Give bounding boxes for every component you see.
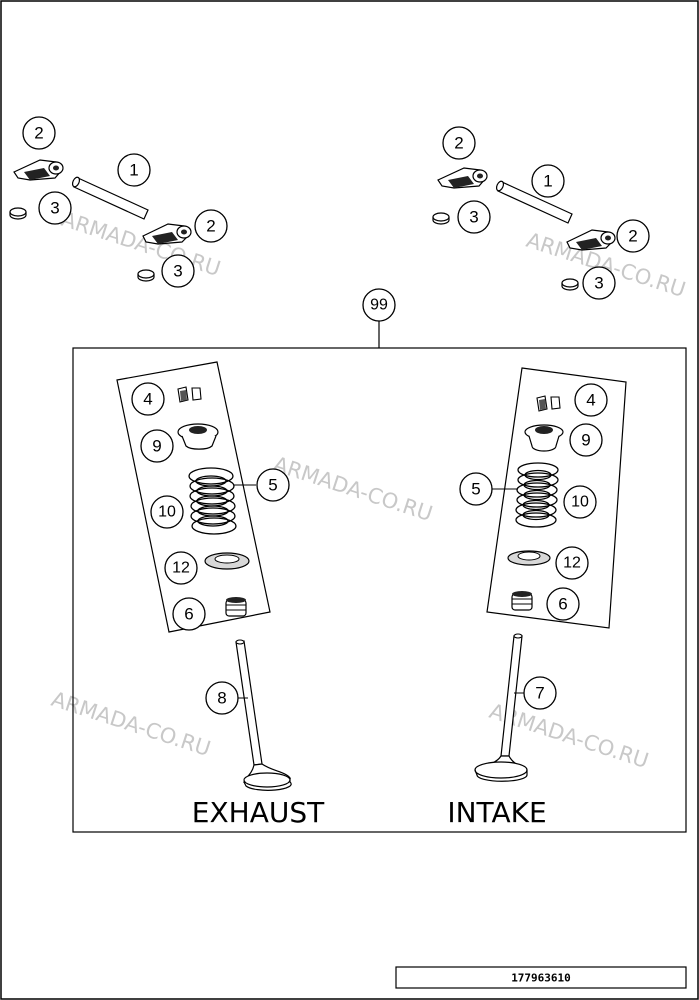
callout-9: 9 (140, 429, 174, 463)
callout-3: 3 (582, 266, 616, 300)
valve-kit-box (72, 320, 687, 833)
intake-kit-panel (486, 367, 627, 629)
svg-text:2: 2 (34, 124, 43, 143)
callout-4: 4 (131, 382, 165, 416)
rocker-arm (13, 159, 64, 181)
svg-text:6: 6 (184, 605, 193, 624)
valve-keeper (177, 386, 202, 403)
callout-8: 8 (205, 681, 239, 715)
svg-text:2: 2 (454, 134, 463, 153)
callout-9: 9 (569, 423, 603, 457)
callout-6: 6 (172, 597, 206, 631)
valve-stem-seal (225, 597, 247, 617)
shim (9, 207, 27, 220)
svg-text:3: 3 (469, 208, 478, 227)
callout-3: 3 (38, 191, 72, 225)
spring-retainer (524, 424, 564, 452)
spring-seat (507, 550, 551, 566)
svg-text:5: 5 (268, 476, 277, 495)
callout-10: 10 (150, 495, 184, 529)
shim (561, 278, 579, 291)
svg-text:4: 4 (586, 391, 595, 410)
svg-text:6: 6 (558, 595, 567, 614)
svg-text:12: 12 (172, 560, 190, 577)
svg-text:10: 10 (158, 504, 176, 521)
rocker-group-left (9, 159, 192, 282)
shim (432, 212, 450, 225)
svg-text:4: 4 (143, 390, 152, 409)
svg-text:99: 99 (370, 297, 388, 314)
valve-keeper (536, 395, 561, 412)
rocker-shaft (495, 180, 573, 224)
callout-99: 99 (362, 288, 396, 322)
callout-12: 12 (164, 551, 198, 585)
svg-text:3: 3 (50, 199, 59, 218)
svg-text:3: 3 (594, 274, 603, 293)
exhaust-label: EXHAUST (192, 796, 325, 829)
callout-2: 2 (442, 126, 476, 160)
rocker-arm (566, 229, 616, 251)
exhaust-kit-panel (116, 361, 271, 633)
intake-valve (474, 633, 528, 782)
callout-1: 1 (531, 164, 565, 198)
svg-text:1: 1 (129, 161, 138, 180)
svg-text:2: 2 (628, 227, 637, 246)
leader-lines (234, 484, 524, 699)
valve-spring (515, 462, 559, 528)
svg-text:7: 7 (535, 684, 544, 703)
watermark-text: ARMADA-CO.RU (270, 452, 435, 526)
callout-1: 1 (117, 153, 151, 187)
rocker-arm (437, 167, 488, 189)
reference-number: 177963610 (511, 972, 571, 985)
valve-stem-seal (511, 591, 533, 611)
callout-2: 2 (616, 219, 650, 253)
callout-7: 7 (523, 676, 557, 710)
callout-2: 2 (194, 209, 228, 243)
svg-text:5: 5 (471, 480, 480, 499)
callout-4: 4 (574, 383, 608, 417)
callout-12: 12 (555, 546, 589, 580)
rocker-group-right (432, 167, 616, 291)
spring-seat (204, 552, 250, 570)
svg-text:8: 8 (217, 689, 226, 708)
callout-3: 3 (457, 200, 491, 234)
svg-text:1: 1 (543, 172, 552, 191)
svg-text:9: 9 (152, 437, 161, 456)
rocker-arm (142, 223, 192, 245)
rocker-shaft (71, 176, 149, 220)
svg-text:9: 9 (581, 431, 590, 450)
svg-text:12: 12 (563, 555, 581, 572)
callout-5: 5 (459, 472, 493, 506)
spring-retainer (177, 423, 219, 450)
callout-2: 2 (22, 116, 56, 150)
shim (137, 269, 155, 282)
svg-text:2: 2 (206, 217, 215, 236)
callout-6: 6 (546, 587, 580, 621)
svg-text:10: 10 (571, 494, 589, 511)
reference-number-box: 177963610 (395, 966, 687, 989)
valve-spring (188, 467, 237, 535)
callout-3: 3 (161, 254, 195, 288)
intake-label: INTAKE (447, 796, 546, 829)
callout-5: 5 (256, 468, 290, 502)
exhaust-valve (235, 639, 292, 791)
svg-text:3: 3 (173, 262, 182, 281)
callout-10: 10 (563, 485, 597, 519)
